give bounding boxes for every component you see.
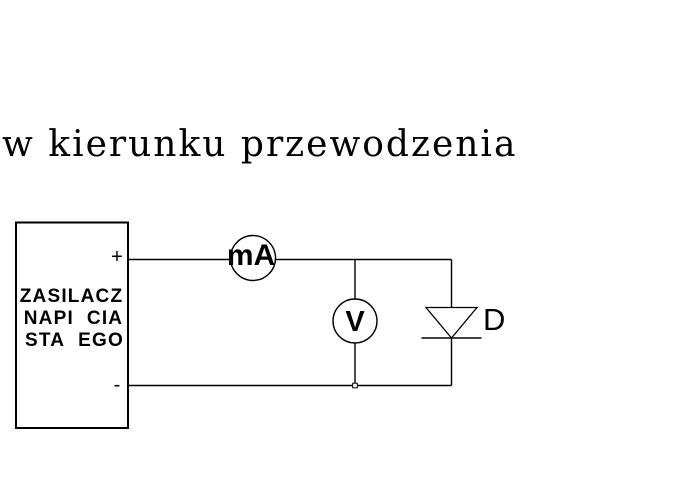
positive-terminal-label: + bbox=[111, 246, 123, 268]
junction-node bbox=[352, 382, 358, 389]
diode-label: D bbox=[483, 302, 505, 337]
wires bbox=[128, 258, 453, 387]
negative-terminal-label: - bbox=[114, 374, 121, 396]
voltmeter-label: V bbox=[345, 306, 365, 338]
power-supply-label-line3: STA EGO bbox=[25, 330, 124, 351]
power-supply-label-line2: NAPI CIA bbox=[24, 308, 123, 329]
milliammeter-label: mA bbox=[227, 239, 275, 272]
power-supply-label-line1: ZASILACZ bbox=[20, 286, 124, 307]
milliammeter-circle bbox=[229, 234, 277, 282]
voltmeter-circle bbox=[332, 298, 378, 344]
diode-triangle bbox=[424, 306, 479, 340]
diagram-title: w kierunku przewodzenia bbox=[2, 124, 518, 165]
power-supply-box bbox=[15, 221, 129, 429]
